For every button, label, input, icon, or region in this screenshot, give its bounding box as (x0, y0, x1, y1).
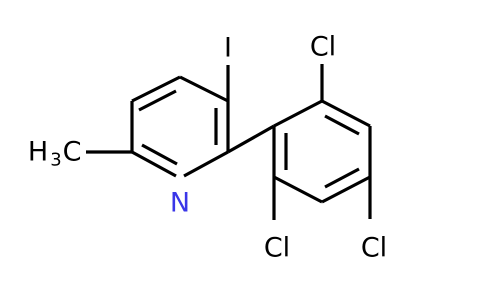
nitrogen-label: N (170, 188, 190, 219)
bond-aryl-b-inner (324, 114, 360, 136)
chlorine-bottom-right-label: Cl (361, 233, 387, 264)
bond-aryl-e (273, 175, 323, 204)
iodine-label: I (224, 33, 232, 64)
bond-c6-n (131, 150, 177, 178)
pyridine-ring (130, 75, 230, 178)
bond-c3-c4 (179, 75, 229, 103)
bond-c6-n-inner (141, 143, 178, 166)
bond-n-c2 (183, 150, 229, 178)
bond-c4-c5-inner (138, 89, 177, 112)
bond-aryl-a (273, 99, 323, 128)
chlorine-bottom-left-label: Cl (264, 233, 290, 264)
bond-c4-c5 (131, 75, 181, 103)
bond-aryl-d-inner (324, 167, 360, 189)
atom-labels: I N H 3 C Cl Cl Cl (28, 32, 387, 264)
chlorine-top-label: Cl (310, 32, 336, 63)
methyl-h-label: H (28, 137, 48, 168)
bond-aryl-b (321, 99, 371, 128)
trichlorophenyl-ring (272, 99, 372, 204)
bond-aryl-d (321, 175, 371, 204)
bond-biaryl (227, 124, 275, 154)
methyl-subscript-label: 3 (50, 150, 61, 171)
methyl-c-label: C (63, 137, 82, 168)
substituent-bonds (86, 65, 275, 154)
chlorine-bonds (272, 64, 372, 220)
